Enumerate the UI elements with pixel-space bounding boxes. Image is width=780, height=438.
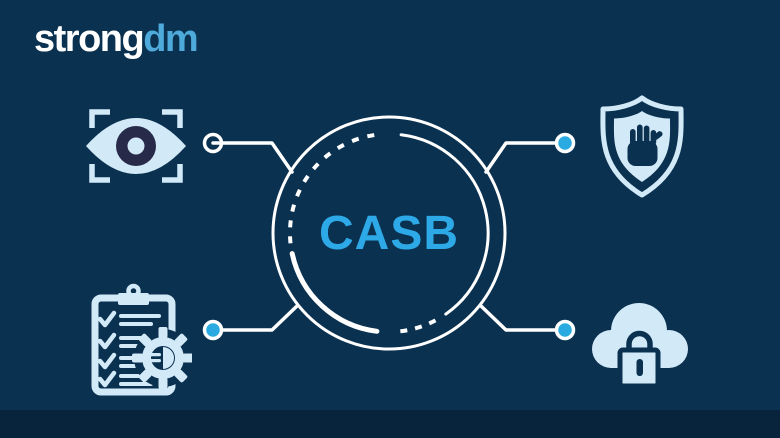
scan-frame-brackets <box>89 109 183 183</box>
padlock <box>617 330 661 389</box>
checklist-gear-icon <box>91 283 192 396</box>
node-dot-top-left <box>202 132 224 154</box>
strongdm-logo: strongdm <box>34 18 199 60</box>
shield-outline <box>600 95 684 198</box>
hub-outer-circle <box>271 115 507 351</box>
keyhole <box>636 359 643 376</box>
node-dot-top-right <box>554 132 576 154</box>
connector-top-right <box>484 141 567 174</box>
logo-text-strong: strong <box>34 18 145 60</box>
casb-label: CASB <box>318 206 459 260</box>
hub-inner-arc-solid-bottom-left <box>289 251 380 334</box>
stop-hand <box>627 124 663 166</box>
connector-bottom-left <box>211 304 299 332</box>
shield-stop-hand-icon <box>600 95 684 198</box>
connector-bottom-right <box>479 304 567 332</box>
hub-inner-arc-dashed-bottom-right <box>392 318 437 334</box>
logo-text-dm: dm <box>143 18 199 60</box>
footer-band <box>0 410 780 438</box>
connector-top-left <box>211 141 294 174</box>
eye-scan-icon <box>86 109 186 183</box>
node-dot-bottom-right <box>554 319 576 341</box>
node-dot-bottom-left <box>202 319 224 341</box>
hub-inner-arc-solid-right <box>399 133 490 316</box>
eye-pupil <box>127 137 145 155</box>
settings-gear <box>132 327 192 389</box>
hub-inner-arc-dashed-left <box>287 132 383 244</box>
cloud-lock-icon <box>592 303 688 389</box>
